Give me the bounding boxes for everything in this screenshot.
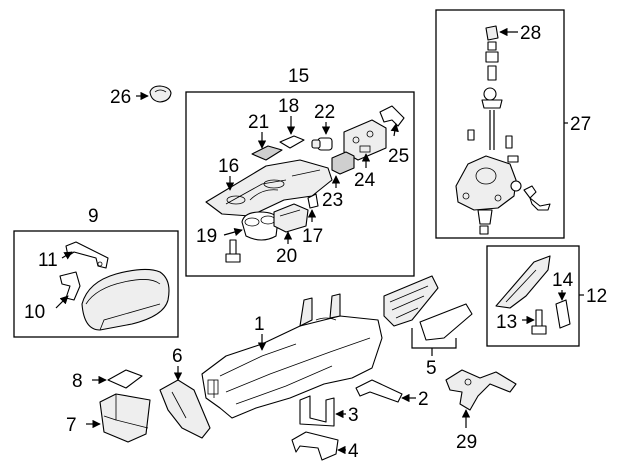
part-side-trim: [495, 255, 551, 309]
callout-19: 19: [196, 226, 217, 247]
part-25-clip: [379, 105, 405, 127]
callout-11: 11: [38, 250, 58, 271]
part-19-cupholder: [241, 211, 279, 241]
callout-16: 16: [218, 156, 239, 177]
part-5-panel: [419, 303, 473, 341]
callout-1: 1: [254, 314, 265, 335]
part-17-clip: [307, 193, 319, 209]
leader-19: [223, 227, 243, 237]
callout-29: 29: [456, 432, 477, 453]
leader-5: [411, 328, 457, 349]
part-shift-lever: [467, 110, 519, 163]
callout-8: 8: [72, 371, 83, 392]
part-1-console: [201, 293, 383, 419]
part-22-socket: [311, 137, 333, 151]
callout-2: 2: [418, 389, 429, 410]
callout-14: 14: [552, 270, 574, 291]
part-18-pad: [279, 135, 305, 149]
part-16-upper-trim: [205, 159, 333, 217]
callout-13: 13: [496, 312, 517, 333]
callout-4: 4: [348, 441, 359, 462]
part-3-bracket: [299, 395, 335, 427]
part-4-bracket: [291, 431, 339, 461]
callout-20: 20: [276, 246, 297, 267]
group-box-15: [185, 91, 415, 277]
callout-6: 6: [172, 346, 183, 367]
callout-25: 25: [388, 146, 409, 167]
part-26-cap: [149, 85, 172, 103]
callout-5: 5: [426, 358, 437, 379]
part-10-latch: [59, 271, 81, 301]
callout-9: 9: [88, 206, 99, 227]
callout-24: 24: [354, 170, 376, 191]
group-box-12: [486, 245, 580, 347]
callout-12: 12: [586, 286, 607, 307]
part-14-clip: [555, 299, 571, 329]
callout-15: 15: [288, 66, 309, 87]
part-28-knob: [481, 25, 503, 109]
part-8-pad: [107, 369, 143, 389]
group-box-27: [435, 9, 565, 239]
leader-25: [390, 123, 399, 137]
leader-10: [55, 295, 69, 309]
callout-28: 28: [520, 23, 541, 44]
callout-7: 7: [66, 415, 77, 436]
part-21-mat: [251, 145, 283, 161]
part-5-grille: [383, 275, 439, 327]
part-23-switch: [331, 151, 355, 175]
callout-27: 27: [570, 114, 591, 135]
part-13-screw: [531, 309, 547, 335]
part-24-switch-panel: [343, 119, 387, 161]
part-2-bracket: [355, 379, 403, 403]
part-7-bin: [99, 393, 151, 443]
leader-11: [61, 251, 73, 260]
part-shifter-base: [455, 155, 551, 235]
callout-18: 18: [278, 96, 299, 117]
part-11-bracket: [65, 241, 109, 269]
callout-10: 10: [24, 302, 45, 323]
part-29-pedal: [445, 369, 517, 411]
callout-26: 26: [110, 87, 131, 108]
part-armrest-lid: [81, 268, 170, 331]
part-20-insert: [273, 203, 309, 233]
callout-3: 3: [348, 405, 359, 426]
callout-17: 17: [302, 226, 323, 247]
callout-23: 23: [322, 190, 343, 211]
group-box-9: [13, 230, 179, 338]
callout-21: 21: [248, 112, 269, 133]
callout-22: 22: [314, 102, 335, 123]
part-6-end-cap: [159, 379, 211, 439]
part-19-screw: [225, 239, 241, 263]
